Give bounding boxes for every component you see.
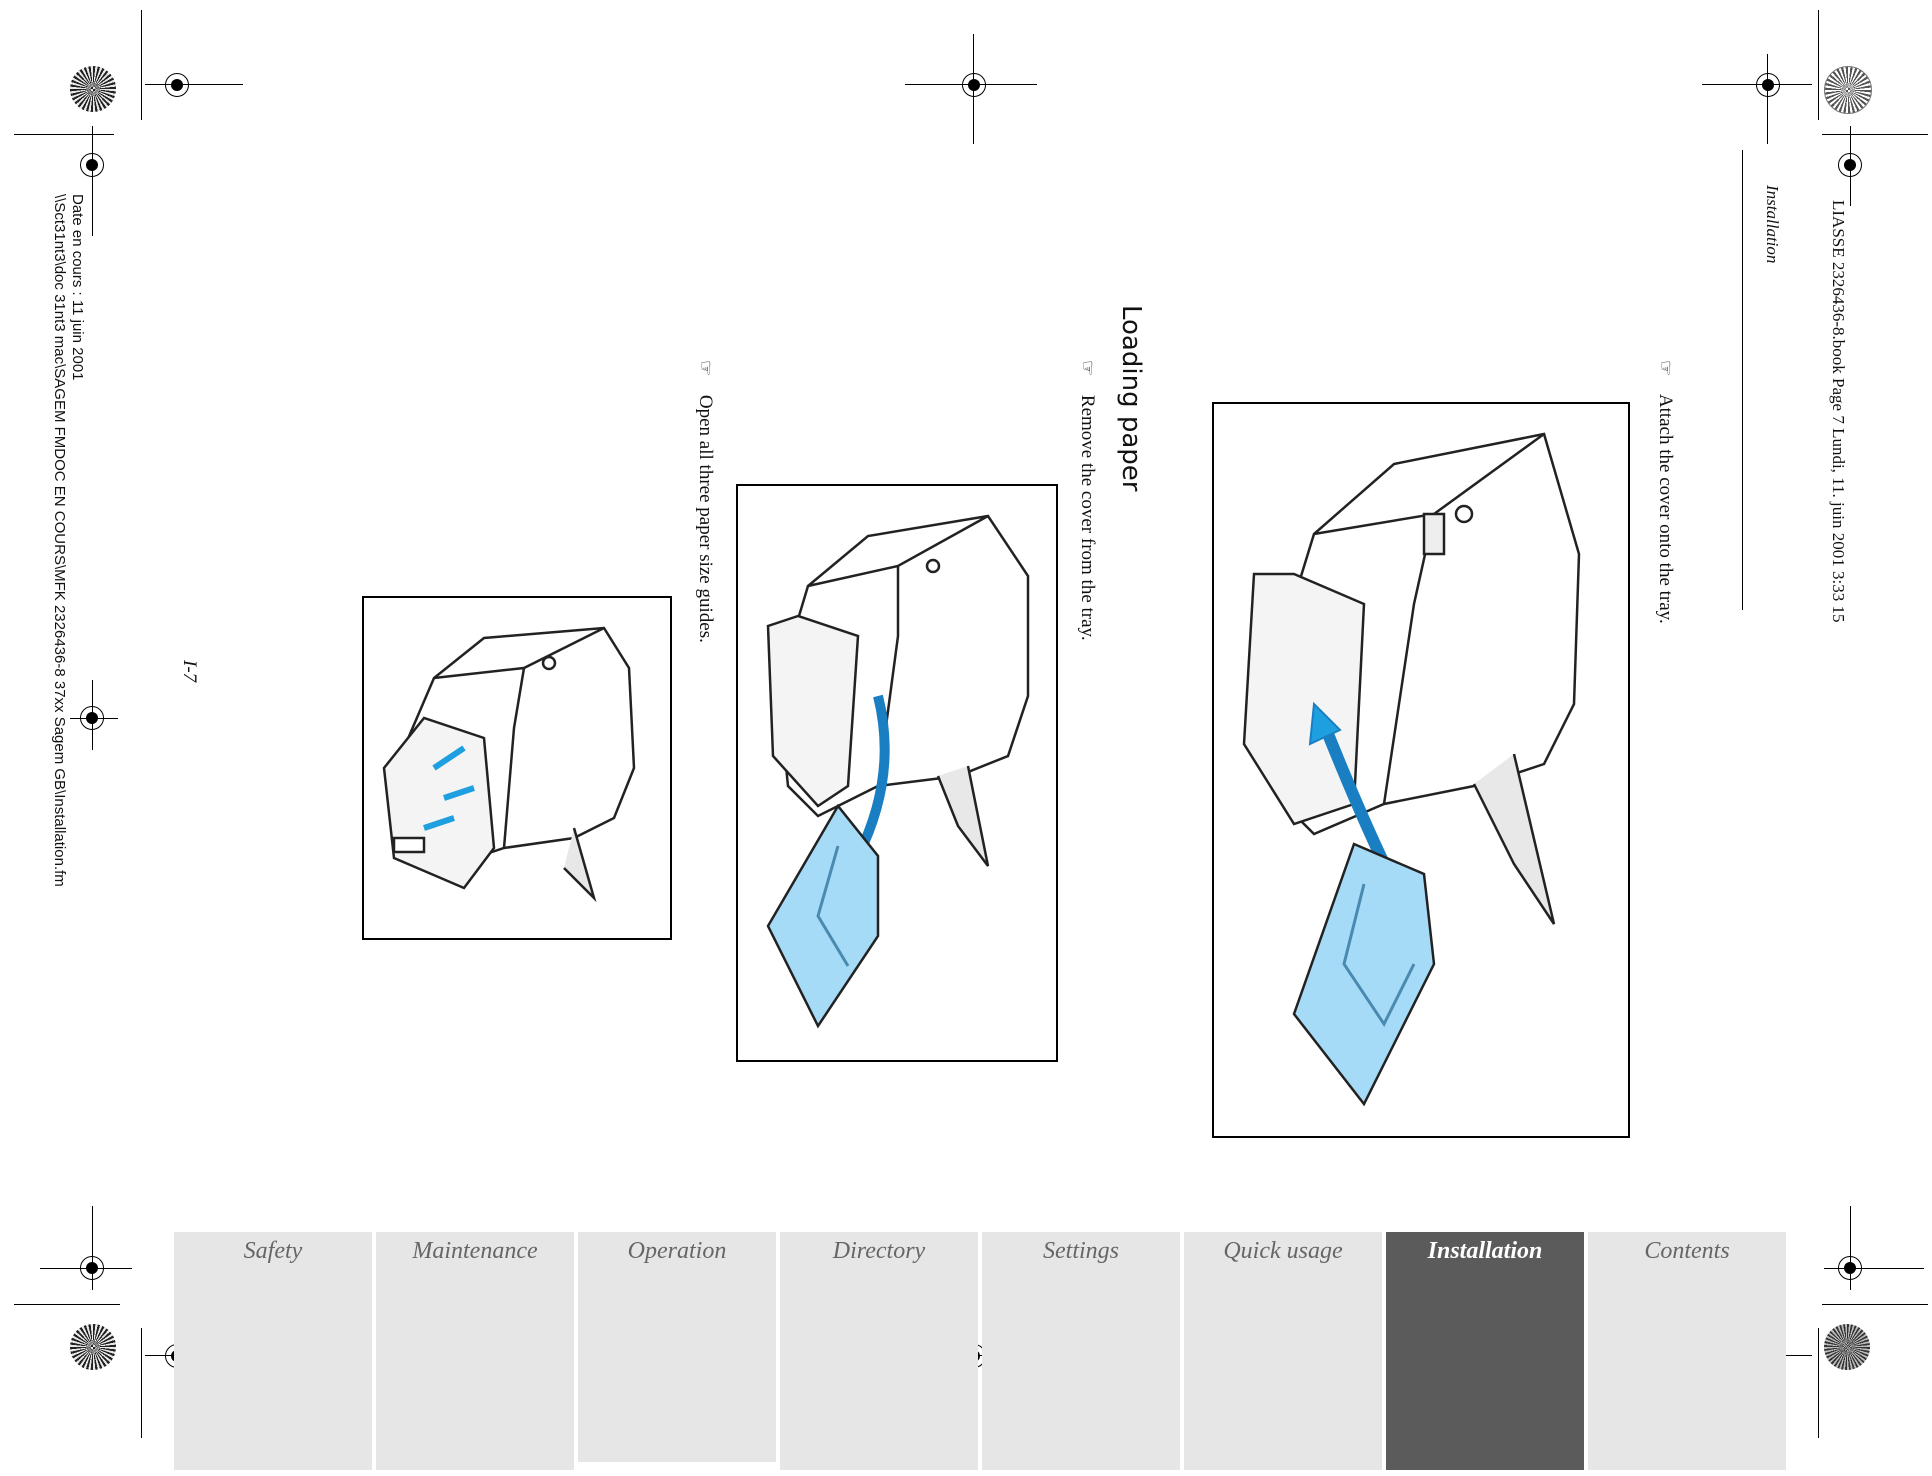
page-number: I-7 (179, 660, 200, 683)
step-open-text: Open all three paper size guides. (695, 394, 716, 643)
printer-illustration-guides (382, 626, 636, 903)
tab-installation[interactable]: Installation (1386, 1232, 1584, 1470)
step-open-guides: ☞ Open all three paper size guides. (694, 360, 716, 643)
step-remove-cover: ☞ Remove the cover from the tray. (1076, 360, 1098, 641)
section-header: Installation (1763, 185, 1782, 264)
step-remove-text: Remove the cover from the tray. (1077, 394, 1098, 641)
step-attach-cover: ☞ Attach the cover onto the tray. (1654, 360, 1676, 624)
figure-open-guides (362, 596, 672, 940)
book-info-header: LIASSE 2326436-8.book Page 7 Lundi, 11. … (1829, 200, 1848, 623)
pointing-hand-icon: ☞ (1077, 360, 1098, 377)
tab-contents[interactable]: Contents (1588, 1232, 1786, 1470)
tab-directory[interactable]: Directory (780, 1232, 978, 1470)
date-line: Date en cours : 11 juin 2001 (69, 194, 86, 381)
pointing-hand-icon: ☞ (1655, 360, 1676, 377)
tab-settings[interactable]: Settings (982, 1232, 1180, 1470)
tab-maintenance[interactable]: Maintenance (376, 1232, 574, 1470)
tab-operation[interactable]: Operation (578, 1232, 776, 1462)
figure-attach-cover (1212, 402, 1630, 1138)
file-path-line: \\Sct31nt3\doc 31nt3 mac\SAGEM FMDOC EN … (51, 194, 68, 887)
printer-illustration-remove (766, 514, 1030, 1029)
step-attach-text: Attach the cover onto the tray. (1655, 393, 1676, 624)
pointing-hand-icon: ☞ (695, 360, 716, 377)
figure-remove-cover (736, 484, 1058, 1062)
section-title: Loading paper (1116, 305, 1146, 492)
tab-quick-usage[interactable]: Quick usage (1184, 1232, 1382, 1470)
printer-illustration-attach (1242, 432, 1581, 1107)
header-rule (1742, 150, 1743, 610)
tab-safety[interactable]: Safety (174, 1232, 372, 1470)
